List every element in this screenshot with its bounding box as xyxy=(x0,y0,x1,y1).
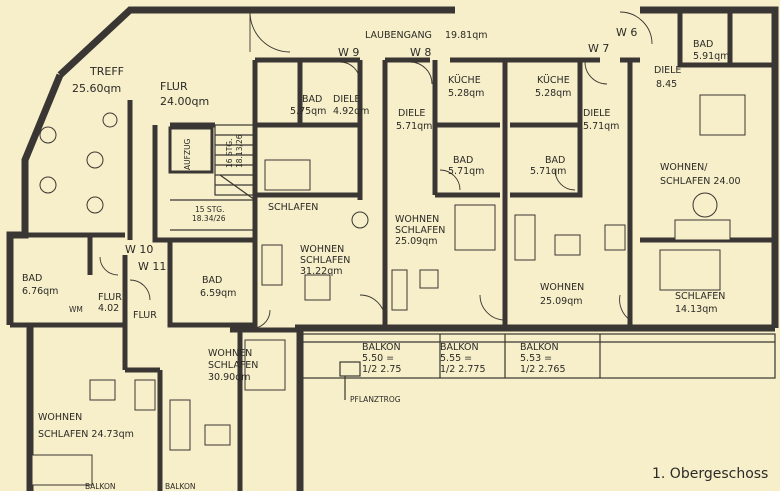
balkon2-half: 1/2 2.775 xyxy=(440,364,486,375)
flur-main-area: 24.00qm xyxy=(160,95,209,108)
flur-w10-label: FLUR xyxy=(98,292,122,303)
kueche-w8-area: 5.28qm xyxy=(448,88,484,99)
room-labels: LAUBENGANG 19.81qm TREFF 25.60qm FLUR 24… xyxy=(22,26,741,491)
diele-w8-area: 5.71qm xyxy=(396,121,432,132)
schlafen-w9b-label: SCHLAFEN xyxy=(300,255,350,266)
stair-down-label: 15 STG. xyxy=(195,205,224,214)
balkon2-label: BALKON xyxy=(440,342,479,353)
stair-up-label: 16 STG. xyxy=(225,139,234,168)
diele-w6-label: DIELE xyxy=(654,65,681,76)
stair-down-dim: 18.34/26 xyxy=(192,214,226,223)
flur-w11-label: FLUR xyxy=(133,310,157,321)
flur-w10-area: 4.02 xyxy=(98,303,119,314)
wohnen-w11-b-label: SCHLAFEN xyxy=(208,360,258,371)
treff-label: TREFF xyxy=(89,65,124,78)
bad-w6-area: 5.91qm xyxy=(693,51,729,62)
schlafen-w9-label: SCHLAFEN xyxy=(268,202,318,213)
plan-caption: 1. Obergeschoss xyxy=(652,466,768,482)
wohnen-w10-label: WOHNEN xyxy=(38,412,82,423)
bad-w10-label: BAD xyxy=(22,273,42,284)
wohnen-w11-area: 30.90qm xyxy=(208,372,250,383)
diele-w8-label: DIELE xyxy=(398,108,425,119)
balkon1-label: BALKON xyxy=(362,342,401,353)
wohnen-w9-label: WOHNEN xyxy=(300,244,344,255)
balkon3-half: 1/2 2.765 xyxy=(520,364,566,375)
kueche-w8-label: KÜCHE xyxy=(448,75,481,86)
bad-w9-area: 5.75qm xyxy=(290,106,326,117)
wm-label: WM xyxy=(69,305,83,314)
bad-w7-label: BAD xyxy=(545,155,565,166)
wohnen-w9-area: 31.22qm xyxy=(300,266,342,277)
laubengang-area: 19.81qm xyxy=(445,30,487,41)
bad-w11-area: 6.59qm xyxy=(200,288,236,299)
pflanztrog-label: PFLANZTROG xyxy=(350,395,401,404)
bad-w8-label: BAD xyxy=(453,155,473,166)
stair-up-dim: 18.13/26 xyxy=(235,134,244,168)
balkon-bottom1-label: BALKON xyxy=(85,482,115,491)
schlafen-w8-label: SCHLAFEN xyxy=(395,225,445,236)
details xyxy=(99,11,776,400)
schlafen-w6-label: SCHLAFEN xyxy=(675,291,725,302)
bad-w6-label: BAD xyxy=(693,39,713,50)
diele-w9-area: 4.92qm xyxy=(333,106,369,117)
wohnen-w11-label: WOHNEN xyxy=(208,348,252,359)
balkon3-label: BALKON xyxy=(520,342,559,353)
bad-w7-area: 5.71qm xyxy=(530,166,566,177)
wohnen-w6-area: SCHLAFEN 24.00 xyxy=(660,176,741,187)
unit-w6-label: W 6 xyxy=(616,26,637,39)
wohnen-w7-area: 25.09qm xyxy=(540,296,582,307)
aufzug-label: AUFZUG xyxy=(183,138,192,170)
unit-w8-label: W 8 xyxy=(410,46,431,59)
balkon2-area: 5.55 = xyxy=(440,353,472,364)
furniture xyxy=(31,94,746,486)
flur-main-label: FLUR xyxy=(160,80,188,93)
wohnen-w7-label: WOHNEN xyxy=(540,282,584,293)
bad-w8-area: 5.71qm xyxy=(448,166,484,177)
bad-w11-label: BAD xyxy=(202,275,222,286)
balkon1-half: 1/2 2.75 xyxy=(362,364,401,375)
kueche-w7-label: KÜCHE xyxy=(537,75,570,86)
diele-w7-label: DIELE xyxy=(583,108,610,119)
laubengang-label: LAUBENGANG xyxy=(365,30,432,41)
wohnen-w10-area: SCHLAFEN 24.73qm xyxy=(38,429,134,440)
bad-w10-area: 6.76qm xyxy=(22,286,58,297)
diele-w9-label: DIELE xyxy=(333,94,360,105)
wohnen-w8-area: 25.09qm xyxy=(395,236,437,247)
diele-w6-area: 8.45 xyxy=(656,79,677,90)
unit-w10-label: W 10 xyxy=(125,243,153,256)
kueche-w7-area: 5.28qm xyxy=(535,88,571,99)
schlafen-w6-area: 14.13qm xyxy=(675,304,717,315)
balkon-bottom2-label: BALKON xyxy=(165,482,195,491)
diele-w7-area: 5.71qm xyxy=(583,121,619,132)
bad-w9-label: BAD xyxy=(302,94,322,105)
wohnen-w8-label: WOHNEN xyxy=(395,214,439,225)
treff-area: 25.60qm xyxy=(72,82,121,95)
unit-w9-label: W 9 xyxy=(338,46,359,59)
wohnen-w6-label: WOHNEN/ xyxy=(660,162,708,173)
staircase xyxy=(170,124,256,231)
unit-w7-label: W 7 xyxy=(588,42,609,55)
balkon1-area: 5.50 = xyxy=(362,353,394,364)
unit-w11-label: W 11 xyxy=(138,260,166,273)
balkon3-area: 5.53 = xyxy=(520,353,552,364)
